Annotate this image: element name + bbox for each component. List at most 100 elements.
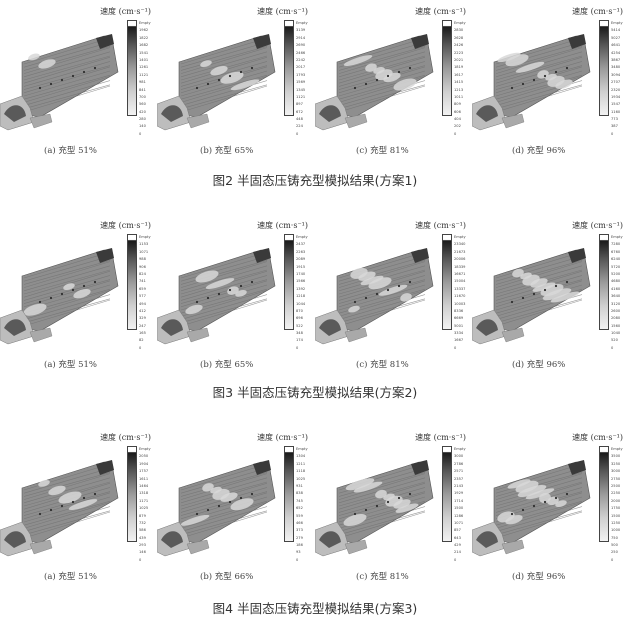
color-bar-value: 5720 (611, 264, 621, 269)
color-bar-value: 247 (139, 323, 146, 328)
velocity-legend-title: 速度 (cm·s⁻¹) (257, 221, 308, 230)
color-bar-value: 329 (139, 316, 146, 321)
color-bar-value: 906 (139, 264, 146, 269)
color-bar-value: 0 (454, 557, 457, 562)
color-bar-value: 1211 (296, 461, 306, 466)
subfigure-caption: (a) 充型 51% (44, 360, 97, 370)
color-bar-value: 1500 (454, 506, 464, 511)
color-bar-value: 1667 (454, 338, 464, 343)
color-bar-value: 1617 (454, 72, 464, 77)
color-bar-value: Empty (454, 235, 466, 239)
filling-simulation-image (315, 22, 445, 132)
subfigure-caption: (a) 充型 51% (44, 572, 97, 582)
subfigure-caption: (c) 充型 81% (356, 146, 409, 156)
color-bar-value: 870 (296, 308, 303, 313)
color-bar-value: 2707 (611, 80, 621, 85)
color-bar-value: 5027 (611, 35, 621, 40)
color-bar-value: 0 (139, 131, 142, 136)
color-bar-value: 3640 (611, 294, 621, 299)
color-bar-value: 412 (139, 308, 146, 313)
color-bar-value: Empty (611, 21, 623, 25)
velocity-legend-title: 速度 (cm·s⁻¹) (572, 7, 623, 16)
color-bar-value: 1160 (611, 109, 621, 114)
color-bar-value: 1566 (296, 279, 306, 284)
color-bar-value: 1040 (611, 331, 621, 336)
color-bar-value: 2466 (296, 50, 306, 55)
color-bar-value: 2786 (454, 461, 464, 466)
color-bar-value: 439 (139, 535, 146, 540)
filling-simulation-image (157, 448, 287, 558)
subfigure-caption: (b) 充型 65% (200, 146, 254, 156)
velocity-color-bar (284, 234, 294, 330)
color-bar-value: 696 (296, 316, 303, 321)
color-bar-value: 2223 (454, 50, 464, 55)
color-bar-value: 1822 (139, 35, 149, 40)
velocity-color-bar (127, 20, 137, 116)
color-bar-value: Empty (296, 447, 308, 451)
subfigure-caption: (d) 充型 96% (512, 572, 566, 582)
color-bar-value: 838 (296, 491, 303, 496)
filling-simulation-image (315, 448, 445, 558)
color-bar-value: 250 (611, 550, 618, 555)
color-bar-value: 1401 (139, 57, 149, 62)
figure-caption: 图3 半固态压铸充型模拟结果(方案2) (212, 385, 418, 400)
color-bar-value: 1213 (454, 87, 464, 92)
color-bar-value: 1934 (611, 94, 621, 99)
color-bar-value: 1904 (139, 461, 149, 466)
color-bar-value: 2089 (296, 257, 306, 262)
color-bar-value: 672 (296, 109, 303, 114)
color-bar-value: 2263 (296, 249, 306, 254)
color-bar-value: 857 (454, 528, 461, 533)
color-bar-value: 2143 (454, 483, 464, 488)
color-bar-value: 897 (296, 102, 303, 107)
color-bar-value: 500 (611, 543, 618, 548)
color-bar-value: 1560 (611, 323, 621, 328)
color-bar-value: 1793 (296, 72, 306, 77)
color-bar-value: 1318 (139, 491, 149, 496)
filling-simulation-image (157, 22, 287, 132)
color-bar-value: 174 (296, 338, 303, 343)
color-bar-value: 18339 (454, 264, 466, 269)
velocity-color-bar (284, 20, 294, 116)
color-bar-value: 165 (139, 331, 146, 336)
color-bar-value: 931 (296, 483, 303, 488)
velocity-legend-title: 速度 (cm·s⁻¹) (257, 433, 308, 442)
color-bar-value: 4680 (611, 279, 621, 284)
color-bar-value: 11670 (454, 294, 466, 299)
color-bar-value: 1915 (296, 264, 306, 269)
color-bar-value: 214 (454, 550, 461, 555)
subfigure-caption: (a) 充型 51% (44, 146, 97, 156)
color-bar-value: 3250 (611, 461, 621, 466)
color-bar-value: 824 (139, 271, 146, 276)
color-bar-value: 13337 (454, 286, 466, 291)
color-bar-value: 879 (139, 513, 146, 518)
color-bar-value: 700 (139, 94, 146, 99)
color-bar-value: 1415 (454, 80, 464, 85)
color-bar-value: 16671 (454, 271, 466, 276)
color-bar-value: 93 (296, 550, 301, 555)
color-bar-value: 2357 (454, 476, 464, 481)
color-bar-value: 1740 (296, 271, 306, 276)
filling-simulation-image (472, 236, 602, 346)
color-bar-value: 2242 (296, 57, 306, 62)
color-bar-value: 1025 (296, 476, 306, 481)
color-bar-value: 186 (296, 543, 303, 548)
color-bar-value: 2000 (611, 498, 621, 503)
color-bar-value: 448 (296, 117, 303, 122)
color-bar-value: 1121 (139, 72, 149, 77)
filling-simulation-image (157, 236, 287, 346)
subfigure-caption: (d) 充型 96% (512, 360, 566, 370)
